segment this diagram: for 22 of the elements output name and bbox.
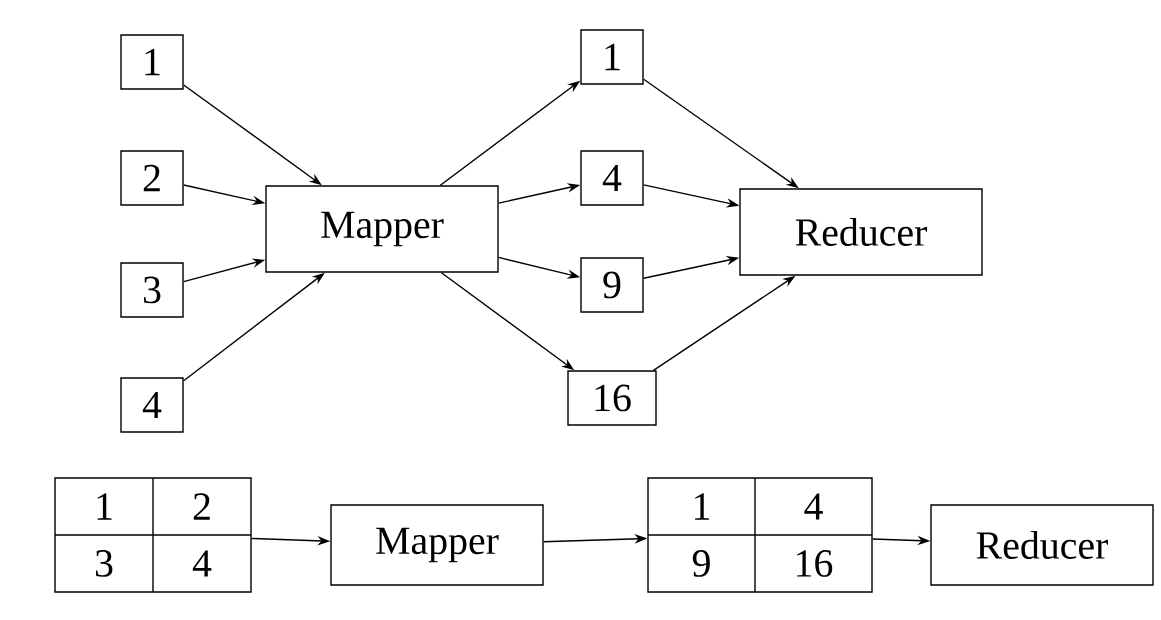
table-cell: 1 <box>97 493 112 520</box>
number-box: 9 <box>580 257 644 313</box>
table-cell: 4 <box>192 550 212 577</box>
process-box: Mapper <box>330 504 544 586</box>
number-box: 1 <box>580 29 644 85</box>
process-box: Reducer <box>739 188 983 276</box>
number-box: 4 <box>120 377 184 433</box>
number-box: 2 <box>120 150 184 206</box>
table-cell: 4 <box>804 493 823 520</box>
table-cell: 2 <box>193 493 210 520</box>
table <box>54 477 252 593</box>
number-box: 16 <box>567 370 657 426</box>
number-box: 3 <box>120 262 184 318</box>
table-cell: 9 <box>692 550 710 577</box>
table-cell: 1 <box>695 493 710 520</box>
number-box: 4 <box>580 150 644 206</box>
number-box: 1 <box>120 34 184 90</box>
process-box: Reducer <box>930 504 1154 586</box>
process-box: Mapper <box>265 185 499 273</box>
table-cell: 16 <box>797 550 833 577</box>
table <box>647 477 873 593</box>
table-cell: 3 <box>95 550 113 577</box>
